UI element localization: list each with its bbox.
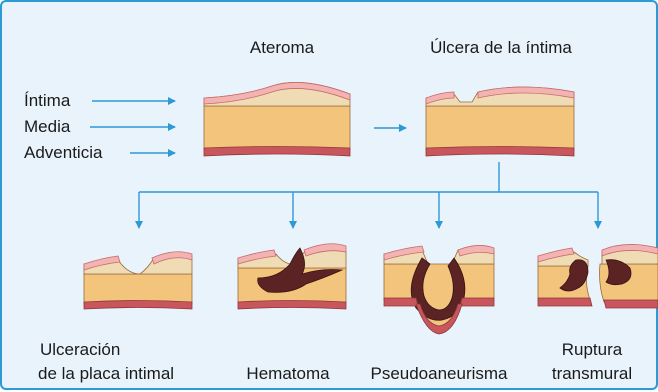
ateroma-vessel [204, 82, 350, 156]
outcome-label-ruptura-line1: Ruptura [542, 340, 642, 360]
stage-label-ateroma: Ateroma [232, 38, 332, 58]
pseudoaneurisma-vessel [384, 245, 494, 334]
branch-connector [139, 162, 598, 228]
outcome-label-pseudoaneurisma: Pseudoaneurisma [356, 364, 522, 384]
outcome-label-ruptura-line2: transmural [542, 364, 642, 384]
outcome-label-hematoma: Hematoma [228, 364, 348, 384]
stage-label-ulcera-intima: Úlcera de la íntima [386, 38, 616, 58]
layer-label-intima: Íntima [24, 91, 70, 111]
ulcera-intima-vessel [426, 87, 574, 156]
ruptura-vessel [538, 244, 658, 308]
hematoma-vessel [238, 244, 346, 309]
layer-label-media: Media [24, 117, 70, 137]
outcome-label-ulceracion-line1: Ulceración [40, 340, 120, 360]
ulceracion-vessel [84, 252, 192, 309]
layer-label-adventicia: Adventicia [24, 143, 102, 163]
outcome-label-ulceracion-line2: de la placa intimal [38, 364, 174, 384]
